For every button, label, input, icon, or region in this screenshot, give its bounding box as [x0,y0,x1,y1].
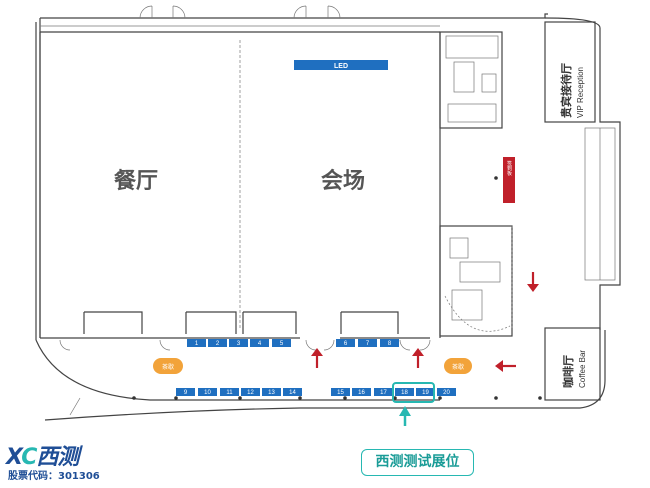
top-booth-6 [336,339,355,347]
top-booth-2 [208,339,227,347]
signin-board [503,157,515,203]
top-booth-3 [229,339,248,347]
bottom-booth-number-20: 20 [443,390,450,396]
building-walls [35,5,621,421]
bottom-booth-number-11: 11 [226,390,233,396]
arrow-up-icon [311,348,323,368]
arrow-up-icon [412,348,424,368]
vip-label-en: VIP Reception [576,67,585,118]
bottom-booth-number-16: 16 [358,390,365,396]
brand-logo: XC西测 股票代码：301306 [6,439,156,483]
tea-label-left: 茶歇 [162,363,174,371]
bottom-booth-20 [437,388,456,396]
bottom-booth-number-19: 19 [422,390,429,396]
dining-hall-label: 餐厅 [114,169,158,194]
top-booth-number-4: 4 [258,341,262,347]
tea-label-right: 茶歇 [452,363,464,371]
bottom-booth-9 [176,388,195,396]
top-booth-5 [272,339,291,347]
bottom-booth-14 [283,388,302,396]
led-label: LED [334,63,348,70]
top-booth-number-2: 2 [216,341,220,347]
bottom-booth-10 [198,388,217,396]
bottom-booth-number-10: 10 [204,390,211,396]
coffee-label-en: Coffee Bar [578,350,587,388]
led-screen [294,60,388,70]
bottom-booth-15 [331,388,350,396]
bottom-booth-number-12: 12 [247,390,254,396]
bottom-booth-number-14: 14 [289,390,296,396]
bottom-booth-number-13: 13 [268,390,275,396]
top-booth-number-7: 7 [366,341,370,347]
bottom-booth-number-9: 9 [184,390,188,396]
arrow-down-icon [527,272,539,292]
top-booth-number-8: 8 [388,341,392,347]
venue-hall-label: 会场 [321,168,365,194]
top-booth-7 [358,339,377,347]
coffee-label-cn: 咖啡厅 [561,355,575,388]
bottom-booth-18 [395,388,414,396]
bottom-booth-number-17: 17 [380,390,387,396]
bottom-booth-number-15: 15 [337,390,344,396]
signin-label: 签到板 [506,160,512,177]
booth-row-top: 1 2 3 4 5 6 7 8 [187,339,399,347]
vip-label-cn: 贵宾接待厅 [559,63,573,118]
bottom-booth-16 [352,388,371,396]
arrow-left-icon [495,360,516,372]
bottom-booth-number-18: 18 [401,390,408,396]
tea-break-left [153,358,183,374]
top-booth-number-3: 3 [237,341,241,347]
tea-break-right [444,358,472,374]
booth-callout: 西测测试展位 [361,449,474,476]
top-booth-4 [250,339,269,347]
bottom-booth-13 [262,388,281,396]
logo-mark: XC西测 [6,445,79,470]
pointer-arrow-icon [399,406,411,426]
flow-arrows [311,272,539,372]
bottom-booth-11 [220,388,239,396]
top-booth-number-1: 1 [195,341,199,347]
top-booth-1 [187,339,206,347]
stock-code: 股票代码：301306 [8,471,100,482]
top-booth-number-6: 6 [344,341,348,347]
booth-row-bottom: 9 10 11 12 13 14 15 16 17 18 19 20 [176,388,456,396]
booth-highlight [392,382,435,403]
top-booth-8 [380,339,399,347]
bottom-booth-19 [416,388,435,396]
bottom-booth-17 [374,388,393,396]
bottom-booth-12 [241,388,260,396]
top-booth-number-5: 5 [280,341,284,347]
